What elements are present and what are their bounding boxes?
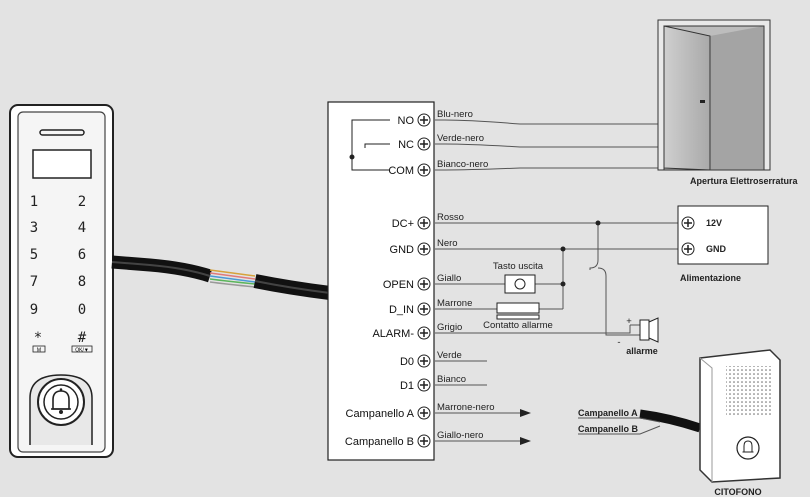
- intercom-bell-icon: [742, 440, 754, 453]
- terminal-cross-d0: [420, 357, 428, 365]
- wire-label-campanello-b: Giallo-nero: [437, 430, 483, 441]
- key-star: *: [34, 330, 42, 346]
- alarm-minus-label: -: [617, 337, 620, 348]
- wire-label-no: Blu-nero: [437, 109, 473, 120]
- supply-gnd-label: GND: [706, 244, 727, 254]
- alarm-contact-label: Contatto allarme: [483, 320, 553, 331]
- alarm-label: allarme: [626, 346, 658, 356]
- intercom-device: [639, 349, 781, 483]
- intercom-wires: [578, 417, 661, 435]
- key-6: 6: [78, 247, 86, 263]
- supply-label: Alimentazione: [680, 273, 741, 283]
- wire-label-open: Giallo: [437, 273, 461, 284]
- key-3: 3: [30, 220, 38, 236]
- door-icon: [657, 19, 771, 171]
- wire-label-gnd: Nero: [437, 238, 458, 249]
- terminal-label-no: NO: [398, 115, 415, 127]
- exit-button-label: Tasto uscita: [493, 261, 544, 272]
- terminal-cross-d1: [420, 381, 428, 389]
- wire-label-alarm: Grigio: [437, 322, 462, 333]
- terminal-cross-campanello-b: [420, 437, 428, 445]
- terminal-label-com: COM: [388, 165, 414, 177]
- terminal-cross-gnd: [420, 245, 428, 253]
- wire-arrows: [520, 409, 531, 445]
- wire-lines: [435, 119, 680, 442]
- key-5: 5: [30, 247, 38, 263]
- key-2: 2: [78, 194, 86, 210]
- intercom-a-label: Campanello A: [578, 408, 638, 418]
- terminal-label-campanello-b: Campanello B: [345, 436, 414, 448]
- key-7: 7: [30, 274, 38, 290]
- alarm-contact-symbol: [496, 302, 540, 320]
- terminal-cross-d-in: [420, 305, 428, 313]
- key-9: 9: [30, 302, 38, 318]
- terminal-label-d-in: D_IN: [389, 304, 414, 316]
- key-hash-sublabel: OK/▼: [75, 348, 89, 354]
- terminal-label-dc-plus: DC+: [392, 218, 414, 230]
- terminal-label-d1: D1: [400, 380, 414, 392]
- terminal-label-alarm: ALARM-: [372, 328, 414, 340]
- key-8: 8: [78, 274, 86, 290]
- terminal-label-nc: NC: [398, 139, 414, 151]
- alarm-siren: [639, 317, 659, 343]
- keypad-cable: [111, 255, 331, 300]
- wire-label-com: Bianco-nero: [437, 159, 488, 170]
- intercom-b-label: Campanello B: [578, 424, 639, 434]
- wire-label-d0: Verde: [437, 350, 462, 361]
- terminal-cross-alarm: [420, 329, 428, 337]
- junction-dots: [560, 220, 601, 287]
- alarm-plus-label: +: [626, 316, 632, 327]
- door-label: Apertura Elettroserratura: [690, 176, 799, 186]
- terminal-cross-dc-plus: [420, 219, 428, 227]
- key-0: 0: [78, 302, 86, 318]
- terminal-cross-com: [420, 166, 428, 174]
- keypad-display: [32, 149, 92, 179]
- key-star-sublabel: M: [37, 348, 41, 354]
- terminal-cross-no: [420, 116, 428, 124]
- terminal-cross-open: [420, 280, 428, 288]
- key-4: 4: [78, 220, 86, 236]
- terminal-label-gnd: GND: [390, 244, 415, 256]
- wire-label-campanello-a: Marrone-nero: [437, 402, 495, 413]
- wire-label-d1: Bianco: [437, 374, 466, 385]
- keypad-device: 1 2 3 4 5 6 7 8 9 0 * # M OK/▼: [9, 104, 114, 458]
- terminal-cross-nc: [420, 140, 428, 148]
- terminal-cross-campanello-a: [420, 409, 428, 417]
- power-supply: [677, 205, 769, 265]
- wire-label-d-in: Marrone: [437, 298, 472, 309]
- supply-12v-label: 12V: [706, 218, 722, 228]
- key-hash: #: [78, 330, 87, 346]
- terminal-label-open: OPEN: [383, 279, 414, 291]
- relay-contact: [349, 119, 390, 171]
- wire-label-nc: Verde-nero: [437, 133, 484, 144]
- terminal-block: [327, 101, 435, 461]
- exit-button-symbol: [504, 274, 536, 294]
- terminal-label-d0: D0: [400, 356, 414, 368]
- key-1: 1: [30, 194, 38, 210]
- terminal-label-campanello-a: Campanello A: [346, 408, 415, 420]
- bell-icon: [51, 388, 71, 414]
- wire-label-dc-plus: Rosso: [437, 212, 464, 223]
- intercom-label: CITOFONO: [714, 487, 761, 497]
